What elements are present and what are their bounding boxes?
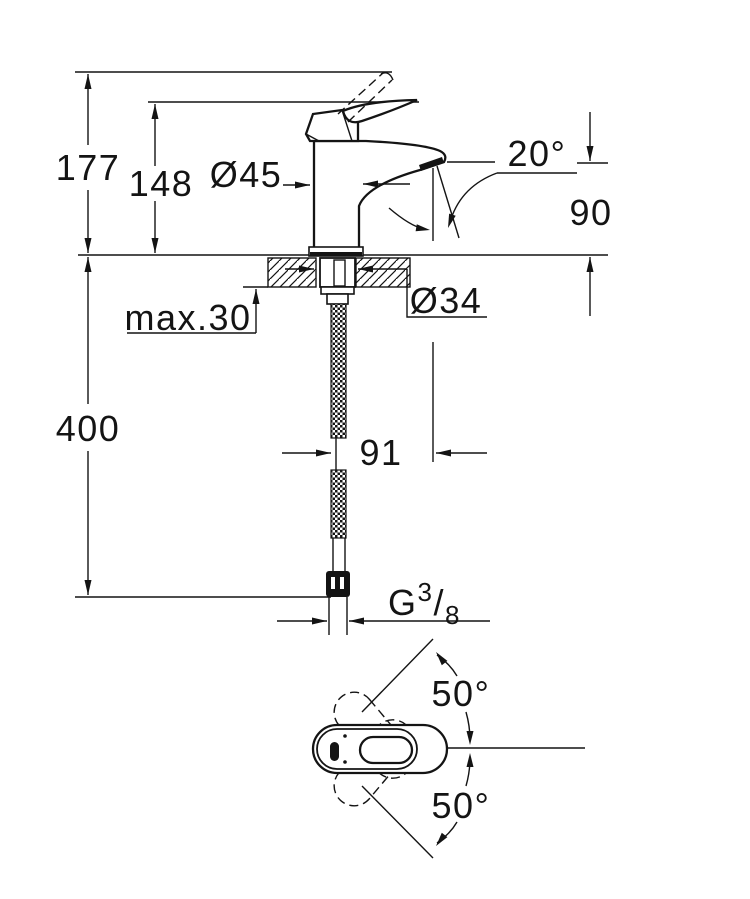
dim-total-height: 177 [56,74,121,253]
hose-braided-lower [330,469,347,539]
dim-thread-size: G3/8 [277,577,490,630]
supply-hose [326,303,350,635]
dim-swivel-up-label: 50° [432,673,491,714]
counter-cross-section [243,257,411,288]
connection-tube [328,597,348,635]
dim-hole-diameter: Ø34 [285,265,487,321]
lever-raised-outline [337,72,394,123]
dim-hose-length: 400 [56,257,121,595]
dim-outlet-offset: 91 [282,342,487,473]
dim-lever-height-label: 148 [129,163,194,204]
faucet-side-view [304,72,447,257]
mounting-shank [319,257,356,305]
dim-stream-angle: 20° [508,133,567,174]
stream-angle-annotation: 20° [388,133,608,241]
hose-connection-nut [326,571,350,597]
hose-braided-upper [330,303,347,439]
dim-outlet-height: 90 [569,112,612,316]
body-and-spout [312,139,447,251]
dim-thread-size-label: G3/8 [388,577,461,630]
dim-body-diameter-label: Ø45 [210,154,283,195]
dim-swivel-down-label: 50° [432,785,491,826]
swivel-angle-up-dim: 50° [432,652,491,745]
top-view-spout-hole [358,735,414,765]
top-view-logo-mark [330,742,339,761]
dim-hose-length-label: 400 [56,408,121,449]
swivel-angle-down-dim: 50° [432,753,491,846]
dim-outlet-offset-label: 91 [359,432,402,473]
dim-body-diameter: Ø45 [210,154,410,195]
dim-outlet-height-label: 90 [569,192,612,233]
dim-max-thickness-label: max.30 [124,297,251,338]
aerator [419,157,444,171]
top-view: 50° 50° [311,638,585,859]
dim-lever-height: 148 [129,104,194,253]
dim-max-thickness: max.30 [124,289,260,338]
dim-hole-diameter-label: Ø34 [410,280,483,321]
lever-handle [341,98,418,124]
dim-total-height-label: 177 [56,147,121,188]
